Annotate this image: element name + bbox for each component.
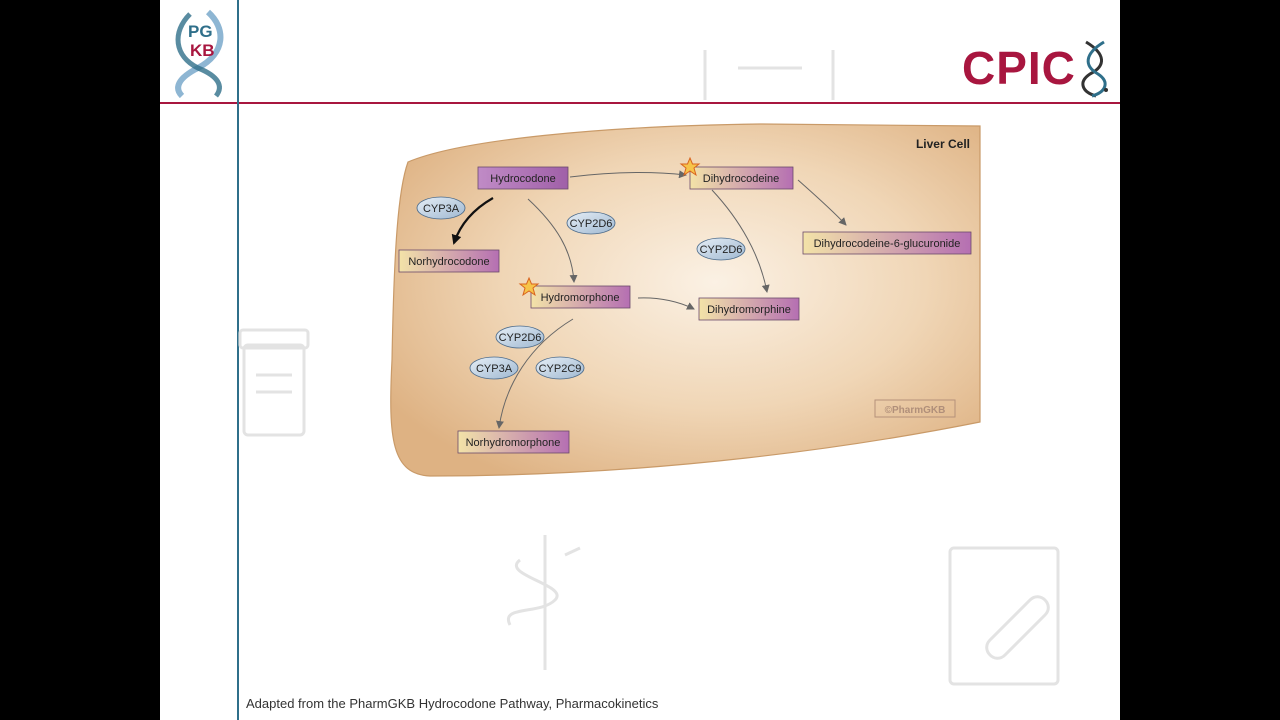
pgkb-logo-top-text: PG bbox=[188, 22, 213, 41]
arrow-hydrocodone-norhydrocodone bbox=[451, 197, 494, 245]
caption: Adapted from the PharmGKB Hydrocodone Pa… bbox=[246, 696, 659, 711]
node-dihydrocodeine-glucuronide-label: Dihydrocodeine-6-glucuronide bbox=[814, 238, 961, 250]
enzyme-cyp2c9-label: CYP2C9 bbox=[539, 363, 582, 375]
node-hydromorphone-label: Hydromorphone bbox=[541, 292, 620, 304]
enzyme-cyp2d6-hydrocodone: CYP2D6 bbox=[566, 211, 616, 235]
enzyme-cyp2c9-hydromorphone: CYP2C9 bbox=[535, 356, 585, 380]
enzyme-cyp2d6-dihydrocodeine: CYP2D6 bbox=[696, 237, 746, 261]
node-dihydrocodeine-label: Dihydrocodeine bbox=[703, 173, 779, 185]
arrow-hydromorphone-dihydromorphine bbox=[637, 297, 695, 310]
arrow-dihydrocodeine-dihydromorphine bbox=[711, 189, 770, 293]
node-dihydromorphine: Dihydromorphine bbox=[698, 297, 800, 321]
node-hydrocodone-label: Hydrocodone bbox=[490, 173, 555, 185]
arrow-hydrocodone-hydromorphone bbox=[527, 198, 578, 283]
enzyme-cyp3a-label: CYP3A bbox=[423, 203, 460, 215]
dna-helix-icon bbox=[1081, 40, 1108, 98]
enzyme-cyp2d6-label: CYP2D6 bbox=[570, 218, 613, 230]
node-dihydrocodeine-glucuronide: Dihydrocodeine-6-glucuronide bbox=[802, 231, 972, 255]
arrow-hydrocodone-dihydrocodeine bbox=[569, 170, 687, 179]
background-watermark-icons bbox=[238, 50, 1060, 686]
enzyme-cyp2d6-label: CYP2D6 bbox=[700, 244, 743, 256]
arrow-hydromorphone-norhydromorphone bbox=[496, 318, 574, 429]
node-norhydrocodone: Norhydrocodone bbox=[398, 249, 500, 273]
node-dihydromorphine-label: Dihydromorphine bbox=[707, 304, 791, 316]
enzyme-cyp3a-hydromorphone: CYP3A bbox=[469, 356, 519, 380]
cpic-logo-text: CPIC bbox=[962, 42, 1076, 94]
left-divider bbox=[237, 0, 239, 720]
copyright-box bbox=[874, 399, 956, 418]
node-norhydromorphone-label: Norhydromorphone bbox=[466, 437, 561, 449]
enzyme-cyp3a-label: CYP3A bbox=[476, 363, 513, 375]
active-metabolite-star-icon bbox=[679, 156, 701, 177]
copyright-text: ©PharmGKB bbox=[885, 405, 946, 416]
pgkb-logo: PG KB bbox=[175, 9, 224, 98]
node-hydrocodone: Hydrocodone bbox=[477, 166, 569, 190]
arrow-dihydrocodeine-glucuronide bbox=[797, 179, 847, 226]
node-dihydrocodeine: Dihydrocodeine bbox=[689, 166, 794, 190]
pgkb-logo-bottom-text: KB bbox=[190, 41, 215, 60]
node-norhydromorphone: Norhydromorphone bbox=[457, 430, 570, 454]
node-hydromorphone: Hydromorphone bbox=[530, 285, 631, 309]
header-divider bbox=[160, 102, 1120, 104]
enzyme-cyp3a-hydrocodone: CYP3A bbox=[416, 196, 466, 220]
liver-cell-label: Liver Cell bbox=[916, 137, 970, 151]
active-metabolite-star-icon bbox=[518, 276, 540, 297]
enzyme-cyp2d6-hydromorphone: CYP2D6 bbox=[495, 325, 545, 349]
enzyme-cyp2d6-label: CYP2D6 bbox=[499, 332, 542, 344]
node-norhydrocodone-label: Norhydrocodone bbox=[408, 256, 489, 268]
cpic-logo: CPIC bbox=[962, 40, 1112, 98]
